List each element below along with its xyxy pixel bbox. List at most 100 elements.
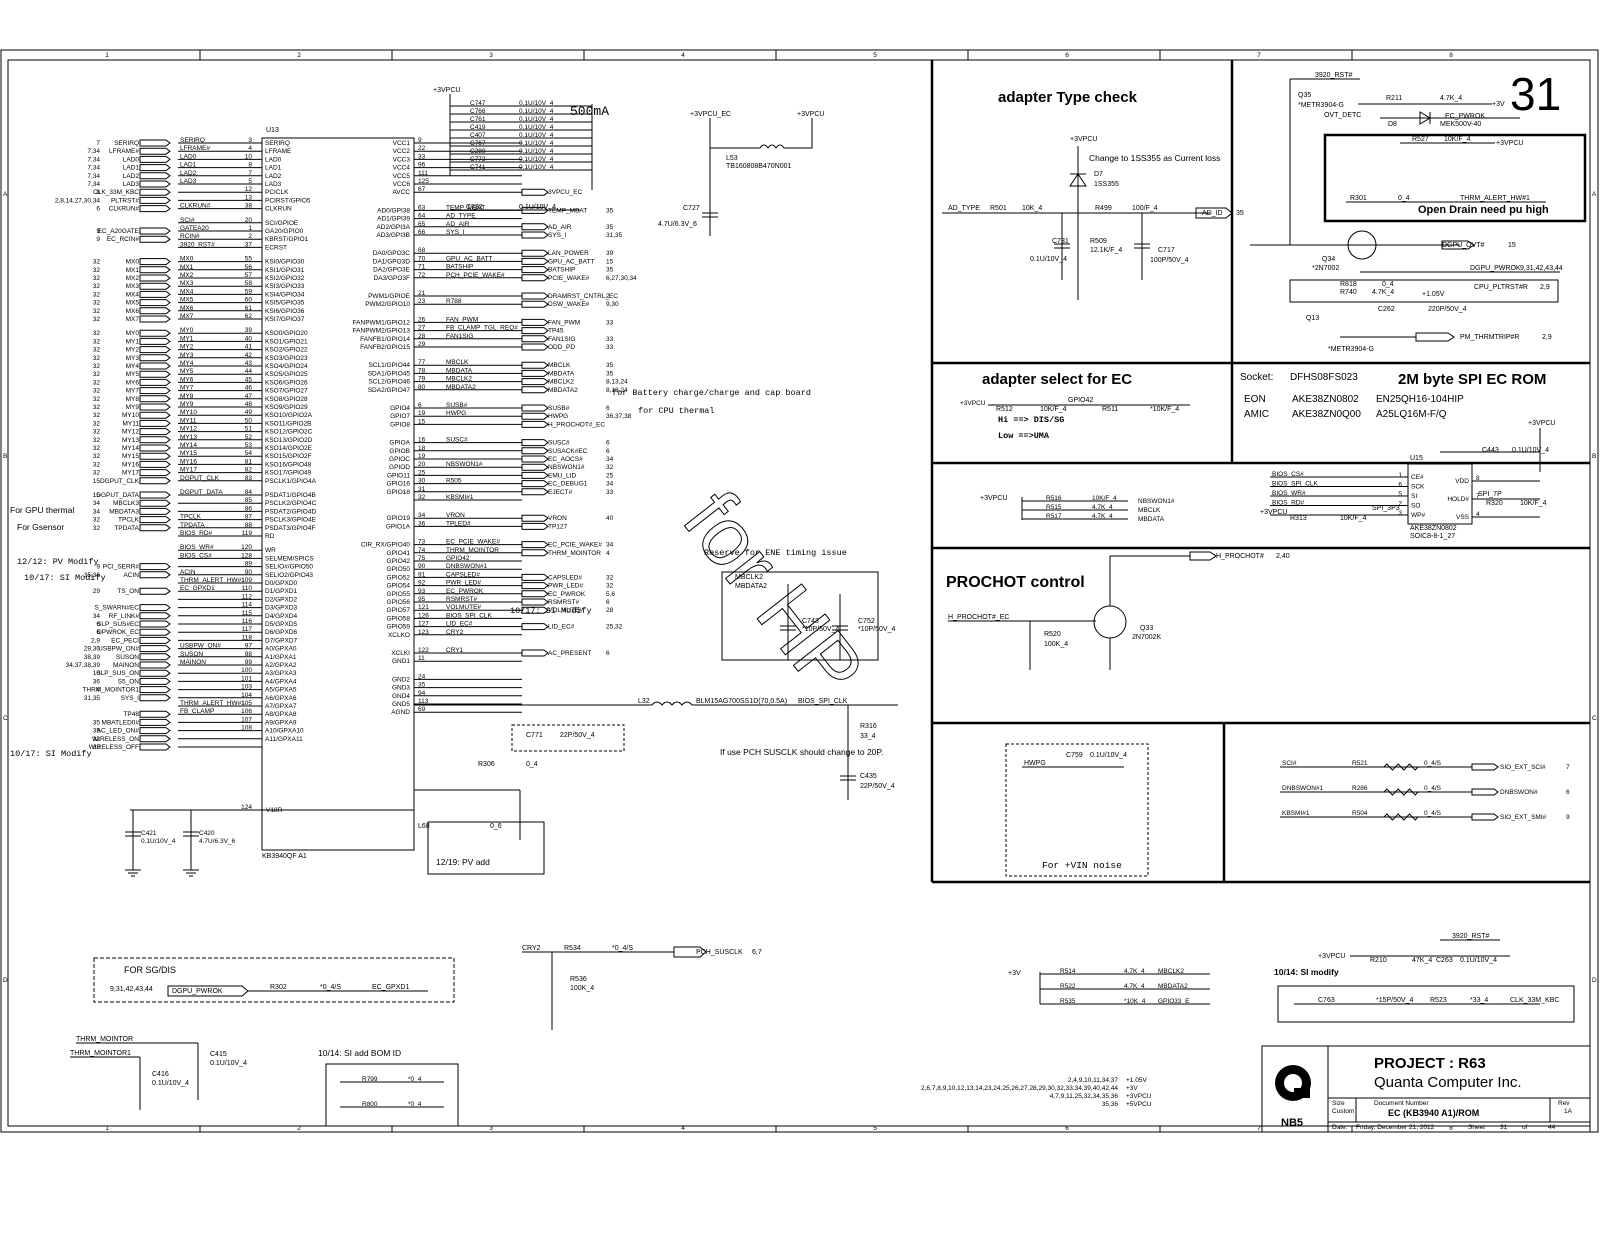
mb-pullups-rail: +3V: [1008, 970, 1021, 977]
ec-left-xref: 35: [93, 719, 101, 726]
ec-right-pin-num: 70: [418, 255, 426, 262]
r316-ref: R316: [860, 723, 877, 730]
ec-left-pin-name: A7/GPXA7: [265, 703, 297, 710]
spi-pin-num: 4: [1476, 511, 1480, 518]
dgpu-ovt-label: DGPU_OVT#: [1442, 242, 1485, 249]
r536-ref: R536: [570, 976, 587, 983]
ec-left-pin-name: LAD0: [265, 156, 282, 163]
ec-left-pin-name: A9/GPXA9: [265, 719, 297, 726]
ec-right-ext: MBCLK2: [548, 379, 574, 386]
ec-left-ext: MY3: [126, 355, 140, 362]
ec-right-pin-num: 77: [418, 359, 426, 366]
project-name: PROJECT : R63: [1374, 1055, 1486, 1072]
decap-ref: C772: [470, 156, 486, 163]
ec-right-pin-name: FANFB1/GPIO14: [360, 336, 410, 343]
ec-left-ext: MY9: [126, 404, 140, 411]
ec-right-net: MBDATA2: [446, 384, 476, 391]
spi-socket-label: Socket:: [1240, 372, 1273, 383]
ec-left-pin-num: 49: [245, 409, 253, 416]
ec-left-xref: 32: [93, 517, 101, 524]
power-legend: 2,4,9,10,11,34,37+1.05V2,6,7,8,9,10,12,1…: [921, 1077, 1152, 1108]
ec-left-pin-name: KSO2/GPIO22: [265, 347, 308, 354]
spi-vendor-part: A25LQ16M-F/Q: [1376, 409, 1447, 420]
ec-left-ext: MX7: [126, 316, 140, 323]
ec-right-pin-num: 69: [418, 706, 426, 713]
ec-left-pin-num: 107: [241, 716, 252, 723]
sg-xref: 9,31,42,43,44: [110, 986, 153, 993]
ec-right-xref: 28: [606, 607, 614, 614]
ec-left-xref: 32: [93, 363, 101, 370]
ec-right-net: THRM_MOINTOR: [446, 547, 499, 554]
ec-right-ext: EC_AOCS#: [548, 456, 583, 463]
border-row-left: D: [3, 977, 8, 984]
mb-pullup-val: *10K_4: [1124, 998, 1146, 1005]
ec-left-xref: 32: [93, 275, 101, 282]
border-col-top: 5: [873, 52, 877, 59]
vin-hwpg: HWPG: [1024, 760, 1046, 767]
ec-right-pin-name: GND3: [392, 685, 410, 692]
mb-pullup-net: MBDATA2: [1158, 983, 1188, 990]
ec-left-net: MY1: [180, 335, 194, 342]
decap-value: 0.1U/10V_4: [519, 108, 554, 115]
c415-val: 0.1U/10V_4: [210, 1060, 247, 1067]
spi-pin-name: VSS: [1456, 514, 1470, 521]
ec-right-pin-num: 113: [418, 698, 429, 705]
power-xref: 2,6,7,8,9,10,12,13,14,23,24,25,26,27,28,…: [921, 1085, 1118, 1092]
ec-left-pin-num: 45: [245, 376, 253, 383]
ec-left-xref: 32: [93, 453, 101, 460]
ec-right-pin-num: 6: [418, 402, 422, 409]
note-pv-modify-1212: 12/12: PV Modify: [17, 557, 99, 567]
spi-pin-name: HOLD#: [1447, 496, 1469, 503]
ec-left-xref: 6: [96, 206, 100, 213]
q33-part: 2N7002K: [1132, 634, 1162, 641]
mb-pullup-net: GPIO33_E: [1158, 998, 1190, 1005]
ec-left-xref: 32: [93, 267, 101, 274]
ec-left-ext: MY2: [126, 347, 140, 354]
date-label: Date:: [1332, 1124, 1348, 1131]
ec-right-pin-num: 123: [418, 629, 429, 636]
ec-left-pin-num: 105: [241, 700, 252, 707]
ec-left-pin-num: 118: [242, 634, 253, 641]
spi-3p3: SPI_3P3: [1372, 505, 1400, 512]
ec-left-pin-name: LAD2: [265, 173, 282, 180]
ec-left-pin-num: 48: [245, 401, 253, 408]
sheet-label: Sheet: [1468, 1124, 1485, 1131]
ec-left-xref: 31,35: [84, 695, 101, 702]
ec-left-pin-name: A2/GPXA2: [265, 662, 297, 669]
ec-left-pin-name: PCICLK: [265, 189, 289, 196]
ec-right-pin-name: VCC1: [393, 140, 411, 147]
ec-left-pin-name: KSO17/GPIO49: [265, 470, 312, 477]
ec-left-ext: MY1: [126, 338, 140, 345]
ec-left-ext: MX1: [126, 267, 140, 274]
v18r-cap-ref: C420: [199, 830, 215, 837]
sg-net: DGPU_PWROK: [172, 988, 223, 995]
adapter-select-section: adapter select for EC +3VPCU GPIO42 R512…: [960, 371, 1190, 441]
ec-left-ext: MX6: [126, 308, 140, 315]
ec-right-pin-name: AGND: [391, 709, 410, 716]
ec-left-net: EC_GPXD1: [180, 585, 215, 592]
ec-right-pin-num: 64: [418, 213, 426, 220]
note-si-modify-b: 10/17: SI Modify: [510, 606, 592, 616]
bom-val: *0_4: [408, 1076, 422, 1083]
ec-left-net: SCI#: [180, 217, 195, 224]
spi-vendor-pn: AKE38ZN0802: [1292, 394, 1359, 405]
r509-ref: R509: [1090, 238, 1107, 245]
ec-left-xref: 8: [96, 189, 100, 196]
decap-value: 0.1U/10V_4: [519, 132, 554, 139]
ec-right-pin-name: GPIO1A: [386, 523, 411, 530]
l32-part: BLM15AG700SS1D(70,0.5A): [696, 698, 787, 705]
r512-val: 10K/F_4: [1040, 406, 1067, 413]
ec-left-net: MY12: [180, 426, 197, 433]
ec-left-ext: MY6: [126, 379, 140, 386]
ec-right-net: AD_AIR: [446, 221, 470, 228]
ec-right-pin-num: 30: [418, 478, 426, 485]
ec-right-ext: PWR_LED#: [548, 583, 583, 590]
border-row-right: B: [1592, 453, 1596, 460]
of-label: of: [1522, 1124, 1528, 1131]
ec-left-pin-num: 39: [245, 327, 253, 334]
c416-val: 0.1U/10V_4: [152, 1080, 189, 1087]
ec-right-pin-num: 32: [418, 494, 426, 501]
ec-right-pin-num: 22: [418, 145, 426, 152]
r740-ref: R740: [1340, 289, 1357, 296]
ec-left-net: LAD0: [180, 153, 197, 160]
